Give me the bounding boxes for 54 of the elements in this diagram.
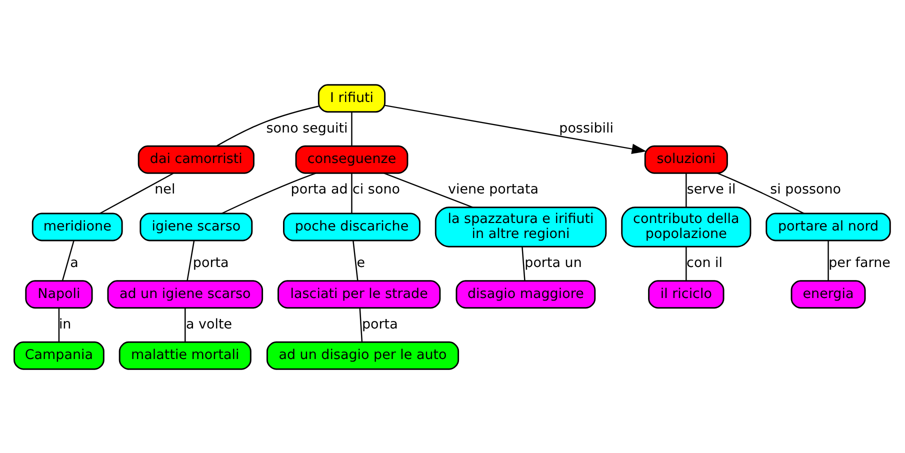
connector <box>686 172 687 207</box>
edge-label: nel <box>154 181 176 198</box>
node-box: dai camorristi <box>138 144 254 174</box>
edge-label: a volte <box>186 316 232 332</box>
connector <box>828 240 829 280</box>
connector <box>522 246 526 280</box>
node-box: ad un disagio per le auto <box>266 340 460 370</box>
connector <box>186 240 195 280</box>
edge-label: viene portata <box>448 181 538 198</box>
node-box: portare al nord <box>766 212 891 241</box>
node-box: meridione <box>32 212 123 241</box>
edge-label: a <box>70 254 78 271</box>
node-box: Campania <box>14 340 104 370</box>
connector <box>222 172 316 214</box>
node-box: poche discariche <box>283 212 420 241</box>
edge-label: e <box>356 254 366 271</box>
connector <box>351 172 352 213</box>
edge-label: ci sono <box>352 181 400 198</box>
connector <box>216 105 319 146</box>
connector <box>100 172 174 214</box>
edge-label: si possono <box>770 181 842 198</box>
edge-label: porta <box>192 254 229 271</box>
connector <box>359 308 363 342</box>
node-box: Napoli <box>25 280 93 308</box>
edge-label: possibili <box>559 120 614 136</box>
edge-label: in <box>58 316 72 332</box>
node-box: il riciclo <box>648 280 724 308</box>
node-box: contributo della popolazione <box>621 206 752 247</box>
connector <box>62 240 74 280</box>
node-box: lasciati per le strade <box>278 280 441 308</box>
node-box: la spazzatura e irifiuti in altre regioni <box>434 206 607 247</box>
edge-label: con il <box>686 254 723 271</box>
connector <box>716 172 804 214</box>
node-box: disagio maggiore <box>456 280 596 308</box>
connector <box>352 240 358 280</box>
connector <box>686 246 687 280</box>
node-box: ad un igiene scarso <box>107 280 264 308</box>
connector <box>184 308 186 342</box>
arrow <box>384 104 647 154</box>
connector <box>384 172 473 208</box>
edge-label: serve il <box>686 181 736 198</box>
node-box: I rifiuti <box>318 84 386 112</box>
node-box: energia <box>790 280 866 308</box>
connector <box>58 308 60 342</box>
edge-label: porta ad <box>290 181 348 198</box>
node-box: igiene scarso <box>140 212 253 241</box>
edge-label: per farne <box>828 254 890 271</box>
edge-label: sono seguiti <box>266 120 348 136</box>
edge-label: porta <box>362 316 398 332</box>
node-box: conseguenze <box>295 144 408 174</box>
node-box: malattie mortali <box>118 340 252 370</box>
node-box: soluzioni <box>644 144 728 174</box>
connector <box>351 112 352 146</box>
edge-label: porta un <box>524 254 582 271</box>
